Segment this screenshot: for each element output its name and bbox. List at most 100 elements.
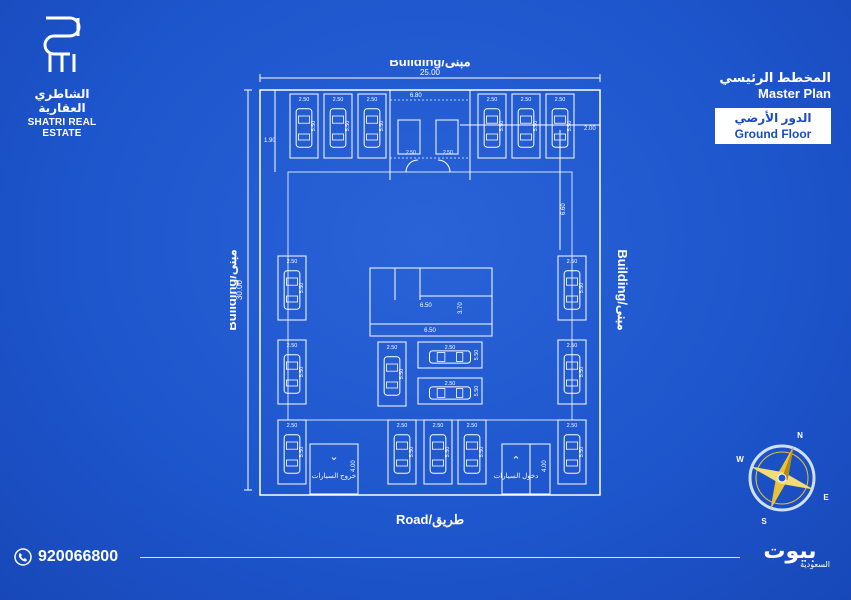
space-length-dim: 5.50 — [579, 367, 585, 378]
space-length-dim: 5.50 — [299, 447, 305, 458]
space-length-dim: 5.50 — [479, 447, 485, 458]
exit-gate-width-dim: 4.00 — [351, 460, 357, 472]
car-icon — [283, 270, 301, 310]
top-right-dim: 2.00 — [584, 126, 596, 132]
entry-gate-width-dim: 4.00 — [542, 460, 548, 472]
car-icon — [363, 108, 381, 148]
company-name-ar: الشاطري العقارية — [34, 87, 90, 115]
parking-space: 2.505.50 — [323, 93, 353, 159]
compass-w: W — [736, 455, 744, 464]
parking-space: 2.50 5.50 — [357, 93, 387, 159]
overall-height-dim: 30.00 — [235, 279, 244, 300]
parking-space: 2.50 5.50 — [423, 419, 453, 485]
space-length-dim: 5.50 — [379, 121, 385, 132]
entry-arrow-icon: ⌃ — [511, 455, 520, 467]
space-length-dim: 5.50 — [579, 447, 585, 458]
parking-spaces: 2.50 5.50 2.50 5.50 2.50 5.50 2.50 5.50 2.50 5.50… — [277, 93, 587, 485]
compass-e: E — [823, 493, 829, 502]
overall-width-dim: 25.00 — [420, 68, 441, 77]
space-length-dim: 5.50 — [567, 121, 573, 132]
car-icon — [463, 434, 481, 474]
space-width-dim: 2.50 — [555, 97, 566, 103]
label-right-building: Building/مبنى — [615, 249, 630, 330]
space-length-dim: 5.50 — [533, 121, 539, 132]
parking-space: 2.50 5.50 — [557, 419, 587, 485]
side-gap-dim: 6.50 — [420, 303, 432, 309]
exit-gate-label: خروج السيارات — [312, 472, 357, 480]
car-icon — [429, 434, 447, 474]
car-icon — [283, 434, 301, 474]
space-length-dim: 5.50 — [409, 447, 415, 458]
car-icon — [329, 108, 347, 148]
label-top-building: Building/مبنى — [389, 60, 470, 69]
space-width-dim: 2.50 — [467, 423, 478, 429]
space-length-dim: 5.50 — [579, 283, 585, 294]
car-icon — [563, 270, 581, 310]
core-depth-dim: 3.70 — [458, 302, 464, 314]
parking-space: 2.505.50 — [377, 341, 407, 407]
contact-phone[interactable]: 920066800 — [14, 548, 118, 566]
top-center-dim: 6.80 — [410, 93, 422, 99]
parking-space: 2.50 5.50 — [277, 255, 307, 321]
space-width-dim: 2.50 — [567, 343, 578, 349]
compass-n: N — [797, 431, 803, 440]
right-gap-dim: 6.60 — [561, 203, 567, 215]
parking-space: 2.50 5.50 — [387, 419, 417, 485]
space-width-dim: 2.50 — [287, 423, 298, 429]
space-width-dim: 2.50 — [333, 97, 344, 103]
floor-label: الدور الأرضي Ground Floor — [715, 108, 831, 144]
car-icon — [429, 386, 471, 400]
space-width-dim: 2.50 — [287, 259, 298, 265]
plan-title-ar: المخطط الرئيسي — [719, 70, 831, 85]
car-icon — [283, 354, 301, 394]
phone-icon — [14, 548, 32, 566]
car-icon — [563, 354, 581, 394]
space-width-dim: 2.50 — [445, 345, 456, 351]
space-width-dim: 2.50 — [299, 97, 310, 103]
stair-a-dim: 2.50 — [406, 150, 416, 156]
car-icon — [483, 108, 501, 148]
floor-label-ar: الدور الأرضي — [734, 111, 812, 125]
parking-space: 2.50 5.50 — [457, 419, 487, 485]
parking-space: 2.50 5.50 — [557, 339, 587, 405]
space-width-dim: 2.50 — [287, 343, 298, 349]
space-width-dim: 2.50 — [387, 345, 398, 351]
phone-number: 920066800 — [38, 548, 119, 565]
label-bottom-road: Road/طريق — [396, 512, 464, 528]
compass-s: S — [761, 517, 767, 526]
byoot-brand-name: بيوت — [763, 538, 817, 563]
car-icon — [393, 434, 411, 474]
parking-space: 2.505.50 — [477, 93, 507, 159]
parking-space: 2.505.50 — [417, 377, 483, 405]
core-width-dim: 6.50 — [424, 328, 436, 334]
space-width-dim: 2.50 — [397, 423, 408, 429]
parking-space: 2.50 5.50 — [557, 255, 587, 321]
space-width-dim: 2.50 — [567, 423, 578, 429]
left-gap-dim: 1.90 — [264, 138, 276, 144]
space-length-dim: 5.50 — [299, 367, 305, 378]
space-length-dim: 5.50 — [299, 283, 305, 294]
company-name-en: SHATRI REAL ESTATE — [27, 117, 97, 139]
parking-floor-plan: 2.50 5.50 2.50 5.50 2.50 5.50 2.50 5.50 2.50 5.50… — [230, 60, 630, 528]
parking-space: 2.50 5.50 — [277, 419, 307, 485]
parking-space: 2.505.50 — [289, 93, 319, 159]
parking-space: 2.50 5.50 — [417, 341, 483, 369]
car-icon — [517, 108, 535, 148]
space-length-dim: 5.50 — [499, 121, 505, 132]
entry-gate-label: دخول السيارات — [494, 472, 539, 480]
space-width-dim: 2.50 — [433, 423, 444, 429]
parking-space: 2.50 5.50 — [545, 93, 575, 159]
plan-title-en: Master Plan — [758, 86, 831, 101]
space-length-dim: 5.50 — [474, 350, 480, 361]
label-left-building: Building/مبنى — [230, 249, 239, 330]
space-length-dim: 5.50 — [474, 386, 480, 397]
space-width-dim: 2.50 — [567, 259, 578, 265]
space-length-dim: 5.50 — [445, 447, 451, 458]
exit-arrow-icon: ⌄ — [329, 451, 338, 463]
car-icon — [429, 350, 471, 364]
byoot-brand-sub: السعودية — [800, 560, 830, 569]
parking-space: 2.50 5.50 — [277, 339, 307, 405]
stair-b-dim: 2.50 — [443, 150, 453, 156]
shatri-logo-icon — [43, 16, 81, 72]
space-width-dim: 2.50 — [367, 97, 378, 103]
